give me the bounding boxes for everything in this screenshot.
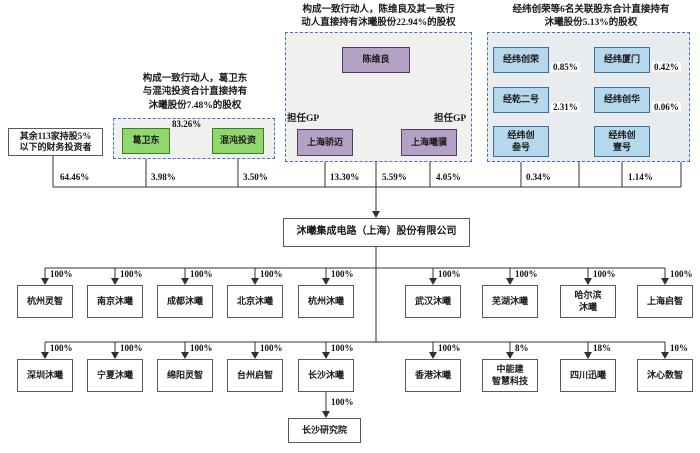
pct-hundun: 3.50% — [243, 172, 268, 182]
pct-row1-8: 100% — [670, 269, 693, 279]
pct-row1-3: 100% — [260, 269, 283, 279]
caption-purple-group: 构成一致行动人，陈维良及其一致行 动人直接持有沐曦股份22.94%的股权 — [301, 5, 456, 29]
pct-jingqian: 2.31% — [551, 102, 580, 112]
entity-hangzhou-muxi: 杭州沐曦 — [298, 285, 354, 318]
caption-green-group: 构成一致行动人，葛卫东 与混沌投资合计直接持有 沐曦股份7.48%的股权 — [142, 74, 248, 111]
pct-chenweiliang: 5.59% — [382, 172, 407, 182]
label-gp-right: 担任GP — [434, 114, 467, 124]
pct-row1-5: 100% — [438, 269, 461, 279]
pct-yihao: 1.14% — [628, 172, 653, 182]
pct-chuanghua: 0.06% — [652, 102, 681, 112]
entity-beijing-muxi: 北京沐曦 — [227, 285, 283, 318]
pct-row2-6: 8% — [515, 343, 529, 353]
pct-chuangrong: 0.85% — [551, 62, 580, 72]
pct-row1-6: 100% — [515, 269, 538, 279]
pct-sanhao: 0.34% — [526, 172, 551, 182]
entity-hongkong-muxi: 香港沐曦 — [405, 359, 461, 392]
entity-chengdu-muxi: 成都沐曦 — [157, 285, 213, 318]
pct-xiji: 4.05% — [436, 172, 461, 182]
entity-jingwei-chuanghua: 经纬创华 — [594, 87, 650, 113]
pct-gewedong: 3.98% — [151, 172, 176, 182]
entity-ningxia-muxi: 宁夏沐曦 — [87, 359, 143, 392]
entity-nanjing-muxi: 南京沐曦 — [87, 285, 143, 318]
entity-znj-smart-tech: 中能建 智慧科技 — [482, 359, 538, 392]
pct-row2-4: 100% — [331, 343, 354, 353]
pct-row1-1: 100% — [120, 269, 143, 279]
pct-xiamen: 0.42% — [652, 62, 681, 72]
entity-jingwei-xiamen: 经纬厦门 — [594, 47, 650, 73]
pct-research: 100% — [331, 397, 354, 407]
entity-hangzhou-lingzhi: 杭州灵智 — [17, 285, 73, 318]
pct-row2-5: 100% — [438, 343, 461, 353]
pct-row2-8: 10% — [670, 343, 688, 353]
entity-changsha-research-institute: 长沙研究院 — [288, 418, 361, 443]
entity-jingqian-erhao: 经乾二号 — [493, 87, 549, 113]
pct-row2-3: 100% — [260, 343, 283, 353]
entity-jingwei-chuang-yihao: 经纬创 壹号 — [594, 126, 650, 157]
entity-jingwei-chuangrong: 经纬创荣 — [493, 47, 549, 73]
pct-jiaomai: 13.30% — [330, 172, 360, 182]
pct-row2-2: 100% — [190, 343, 213, 353]
entity-shanghai-qizhi: 上海启智 — [637, 285, 693, 318]
entity-shanghai-xiji: 上海曦骥 — [401, 129, 457, 156]
pct-row1-0: 100% — [50, 269, 73, 279]
pct-row2-0: 100% — [50, 343, 73, 353]
pct-other-investors: 64.46% — [60, 172, 90, 182]
entity-wuhu-muxi: 芜湖沐曦 — [482, 285, 538, 318]
entity-main-company: 沐曦集成电路（上海）股份有限公司 — [283, 218, 470, 247]
entity-other-investors: 其余113家持股5% 以下的财务投资者 — [8, 128, 103, 156]
entity-changsha-muxi: 长沙沐曦 — [298, 359, 354, 392]
pct-row2-1: 100% — [120, 343, 143, 353]
entity-haerbin-muxi: 哈尔滨 沐曦 — [560, 285, 616, 318]
pct-row1-2: 100% — [190, 269, 213, 279]
entity-jingwei-chuang-sanhao: 经纬创 叁号 — [493, 126, 549, 157]
entity-sichuan-xunxi: 四川迅曦 — [560, 359, 616, 392]
entity-gewedong: 葛卫东 — [122, 128, 170, 154]
pct-row2-7: 18% — [593, 343, 611, 353]
entity-shenzhen-muxi: 深圳沐曦 — [17, 359, 73, 392]
entity-shanghai-jiaomai: 上海骄迈 — [297, 129, 353, 156]
entity-wuhan-muxi: 武汉沐曦 — [405, 285, 461, 318]
entity-taizhou-qizhi: 台州启智 — [227, 359, 283, 392]
pct-row1-7: 100% — [593, 269, 616, 279]
entity-chenweiliang: 陈维良 — [342, 47, 410, 73]
label-gp-left: 担任GP — [287, 114, 320, 124]
pct-row1-4: 100% — [331, 269, 354, 279]
caption-blue-group: 经纬创荣等6名关联股东合计直接持有 沐曦股份5.13%的股权 — [512, 5, 670, 29]
entity-muxin-shuzhi: 沐心数智 — [637, 359, 693, 392]
pct-ge-to-hundun: 83.26% — [172, 119, 202, 129]
entity-hundun-investment: 混沌投资 — [212, 128, 264, 154]
entity-mianyang-lingzhi: 绵阳灵智 — [157, 359, 213, 392]
